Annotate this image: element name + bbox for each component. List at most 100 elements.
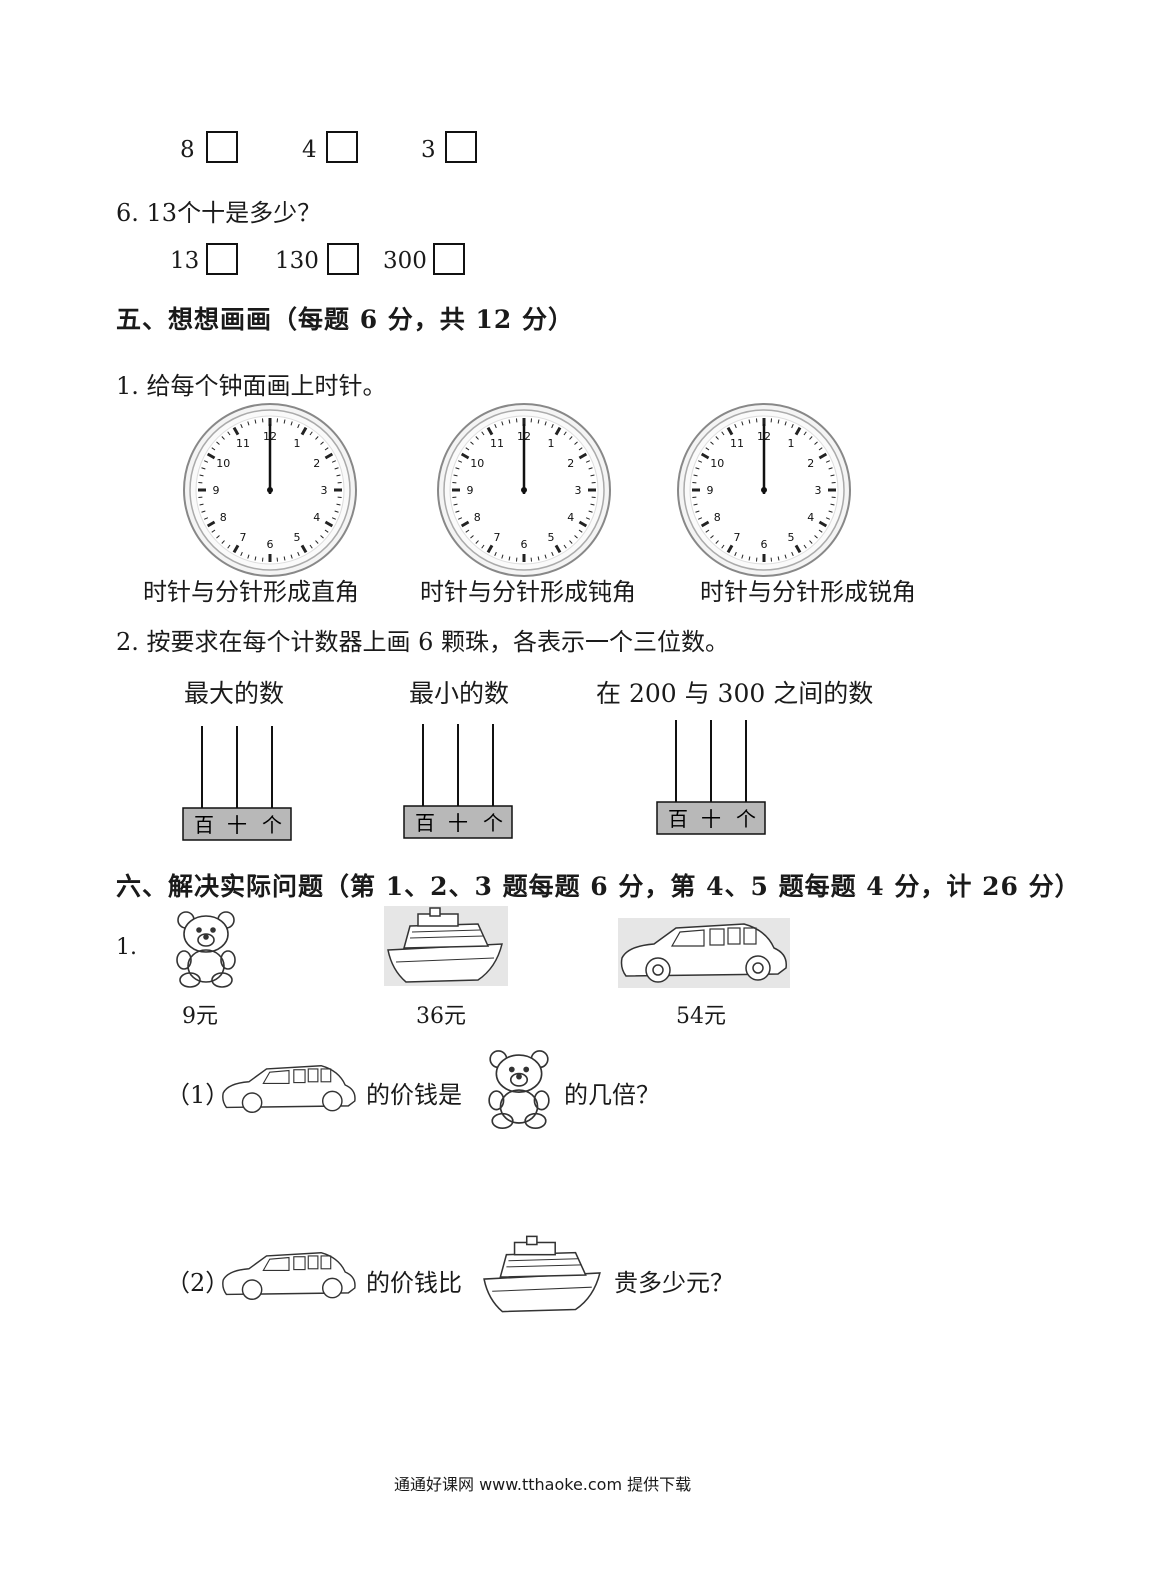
minute-tick [315,540,319,544]
minute-tick [336,503,341,506]
answer-box[interactable] [445,131,477,163]
abacus-place-label: 百 [415,811,435,835]
minute-tick [216,535,220,539]
answer-box[interactable] [206,243,238,275]
minute-tick [710,441,714,445]
minute-tick [508,419,511,424]
minute-tick [334,510,339,513]
minute-tick [211,447,216,451]
minute-tick [453,503,458,506]
option-label: 4 [302,137,317,163]
clock-number: 9 [213,484,220,497]
minute-tick [227,544,231,549]
minute-tick [331,517,336,520]
minute-tick [465,529,470,533]
hour-tick [554,426,562,436]
hour-tick [232,426,240,436]
minute-tick [254,419,257,424]
minute-tick [254,556,257,561]
hour-tick [324,452,334,460]
clock-number: 7 [494,531,501,544]
minute-tick [569,436,573,440]
minute-tick [481,544,485,549]
clock-face[interactable]: 121234567891011 [436,402,612,578]
abacus-place-label: 百 [668,807,688,831]
answer-box[interactable] [327,243,359,275]
abacus-counter[interactable]: 百 十 个 [656,720,768,836]
minute-tick [481,431,485,436]
option-label: 130 [275,248,319,274]
minute-tick [309,431,313,436]
minute-tick [216,441,220,445]
minute-tick [204,517,209,520]
section-6-title: 六、解决实际问题（第 1、2、3 题每题 6 分，第 4、5 题每题 4 分，计… [116,872,1081,901]
minute-tick [828,467,833,470]
clock-number: 4 [807,511,814,524]
minute-tick [574,535,578,539]
hour-tick [300,544,308,554]
minute-tick [240,551,243,556]
sub-question-text: 的价钱是 [366,1081,462,1109]
ship-icon [384,906,508,986]
hour-tick [460,520,470,528]
option-label: 3 [421,137,436,163]
minute-tick [741,421,744,426]
minute-tick [551,424,554,429]
clock-face[interactable]: 121234567891011 [676,402,852,578]
minute-tick [590,474,595,477]
clock-caption: 时针与分针形成锐角 [700,578,916,606]
footer-text: 通通好课网 www.tthaoke.com 提供下载 [394,1475,692,1494]
minute-tick [320,441,324,445]
option-label: 13 [170,248,200,274]
minute-tick [590,503,595,506]
minute-tick [705,529,710,533]
minute-tick [290,421,293,426]
answer-box[interactable] [326,131,358,163]
minute-tick [297,424,300,429]
car-icon [618,918,790,988]
abacus-counter[interactable]: 百 十 个 [403,724,515,840]
hour-tick [486,544,494,554]
answer-box[interactable] [206,131,238,163]
minute-tick [455,467,460,470]
minute-tick [453,474,458,477]
minute-tick [828,510,833,513]
minute-tick [585,517,590,520]
clock-number: 8 [220,511,227,524]
minute-tick [221,540,225,544]
clock-number: 6 [521,538,528,551]
sub-question-text: 的几倍？ [564,1081,660,1109]
abacus-place-label: 十 [701,807,721,831]
car-icon [222,1065,356,1113]
car-icon [222,1252,356,1300]
hour-tick [554,544,562,554]
minute-tick [825,517,830,520]
minute-tick [574,441,578,445]
minute-tick [588,467,593,470]
option-label: 8 [180,137,195,163]
minute-tick [715,436,719,440]
clock-center [521,487,527,493]
minute-tick [784,421,787,426]
minute-tick [199,474,204,477]
minute-tick [825,460,830,463]
answer-box[interactable] [433,243,465,275]
clock-number: 9 [467,484,474,497]
minute-tick [494,424,497,429]
section-5-title: 五、想想画画（每题 6 分，共 12 分） [116,305,575,334]
minute-tick [201,510,206,513]
abacus-counter[interactable]: 百 十 个 [182,726,294,842]
clock-center [761,487,767,493]
clock-face[interactable]: 121234567891011 [182,402,358,578]
abacus-place-label: 个 [736,807,756,831]
clock-number: 8 [714,511,721,524]
minute-tick [494,551,497,556]
minute-tick [204,460,209,463]
clock-number: 4 [313,511,320,524]
minute-tick [290,554,293,559]
minute-tick [455,510,460,513]
minute-tick [563,431,567,436]
clock-number: 3 [815,484,822,497]
clock-caption: 时针与分针形成直角 [143,578,359,606]
price-label: 36元 [416,1004,466,1029]
